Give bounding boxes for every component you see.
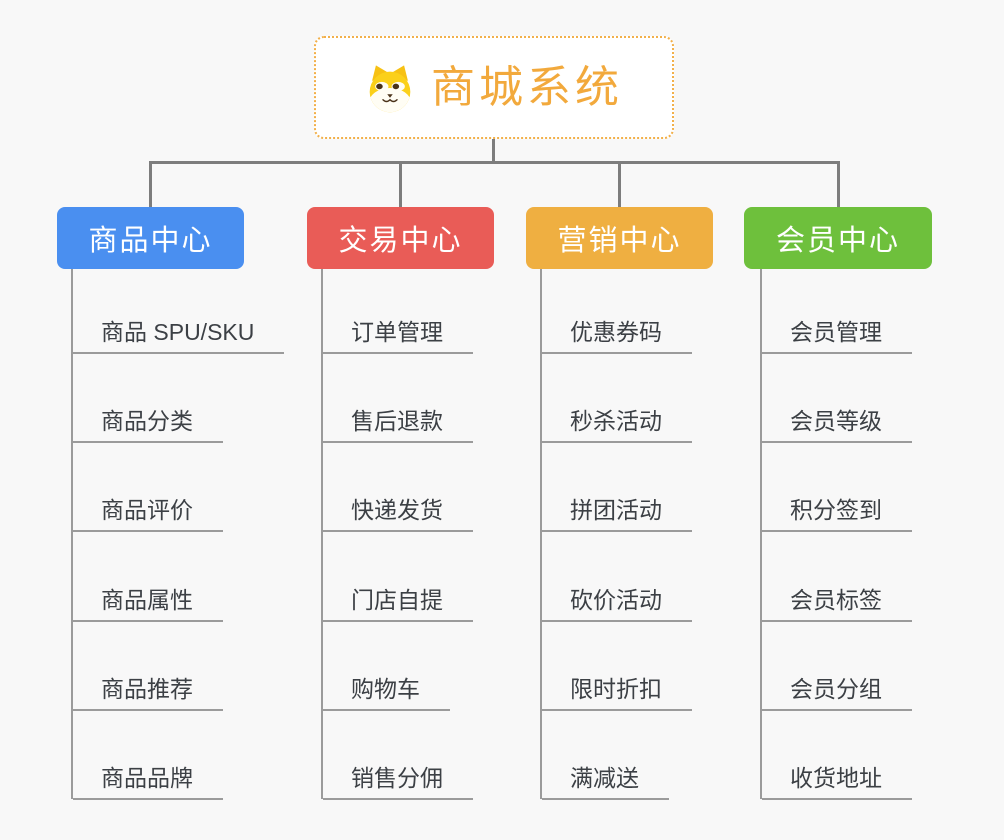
- leaf-node[interactable]: 购物车: [323, 676, 450, 711]
- branch-drop-line: [837, 161, 840, 207]
- leaf-node[interactable]: 收货地址: [762, 765, 912, 800]
- branch-node-member-center[interactable]: 会员中心: [744, 207, 932, 269]
- leaf-node[interactable]: 秒杀活动: [542, 408, 692, 443]
- branch-column-product: 商品 SPU/SKU 商品分类 商品评价 商品属性 商品推荐 商品品牌: [71, 269, 285, 800]
- root-node-title: 商城系统: [431, 62, 623, 112]
- leaf-node[interactable]: 商品属性: [73, 587, 223, 622]
- leaf-node[interactable]: 销售分佣: [323, 765, 473, 800]
- leaf-node[interactable]: 会员管理: [762, 319, 912, 354]
- branch-column-trade: 订单管理 售后退款 快递发货 门店自提 购物车 销售分佣: [321, 269, 473, 800]
- leaf-node[interactable]: 商品分类: [73, 408, 223, 443]
- leaf-node[interactable]: 会员分组: [762, 676, 912, 711]
- branch-drop-line: [399, 161, 402, 207]
- leaf-node[interactable]: 商品评价: [73, 497, 223, 532]
- branch-drop-line: [618, 161, 621, 207]
- leaf-node[interactable]: 售后退款: [323, 408, 473, 443]
- leaf-node[interactable]: 商品推荐: [73, 676, 223, 711]
- branch-node-product-center[interactable]: 商品中心: [57, 207, 244, 269]
- leaf-node[interactable]: 会员等级: [762, 408, 912, 443]
- leaf-node[interactable]: 订单管理: [323, 319, 473, 354]
- leaf-node[interactable]: 积分签到: [762, 497, 912, 532]
- branch-node-trade-center[interactable]: 交易中心: [307, 207, 494, 269]
- leaf-node[interactable]: 快递发货: [323, 497, 473, 532]
- branch-drop-line: [149, 161, 152, 207]
- leaf-node[interactable]: 拼团活动: [542, 497, 692, 532]
- leaf-node[interactable]: 砍价活动: [542, 587, 692, 622]
- leaf-node[interactable]: 优惠券码: [542, 319, 692, 354]
- leaf-node[interactable]: 商品 SPU/SKU: [73, 319, 285, 354]
- shiba-dog-icon: [369, 64, 411, 112]
- branch-node-marketing-center[interactable]: 营销中心: [526, 207, 713, 269]
- branch-column-marketing: 优惠券码 秒杀活动 拼团活动 砍价活动 限时折扣 满减送: [540, 269, 692, 800]
- leaf-node[interactable]: 商品品牌: [73, 765, 223, 800]
- leaf-node[interactable]: 限时折扣: [542, 676, 692, 711]
- branch-connector-bar: [149, 161, 840, 164]
- root-node-mall-system[interactable]: 商城系统: [314, 36, 674, 139]
- root-stem-line: [492, 139, 495, 164]
- leaf-node[interactable]: 会员标签: [762, 587, 912, 622]
- branch-column-member: 会员管理 会员等级 积分签到 会员标签 会员分组 收货地址: [760, 269, 912, 800]
- leaf-node[interactable]: 满减送: [542, 765, 669, 800]
- leaf-node[interactable]: 门店自提: [323, 587, 473, 622]
